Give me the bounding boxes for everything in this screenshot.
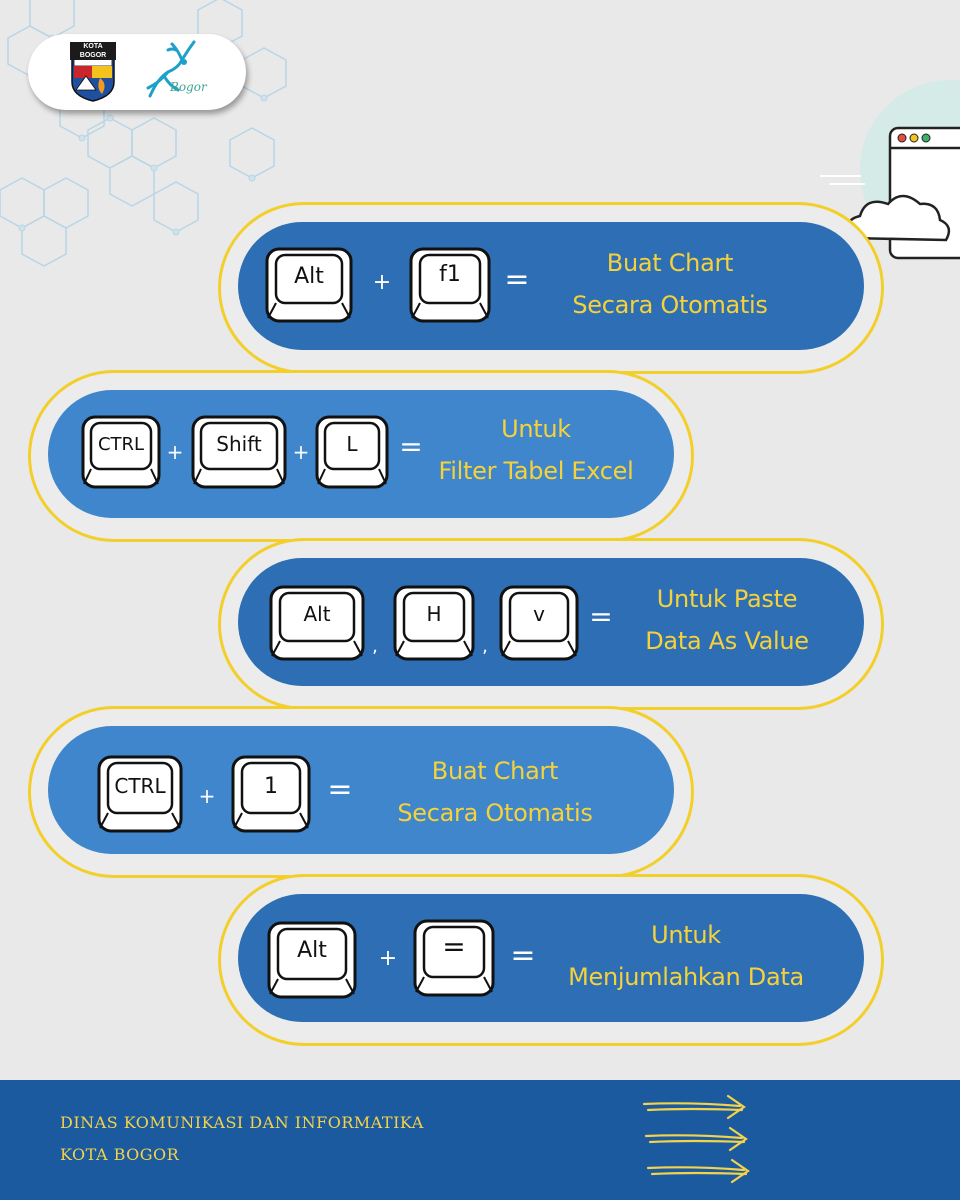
- key-alt-label: Alt: [303, 602, 331, 626]
- shortcut-2-caption-line-1: Untuk: [501, 415, 571, 443]
- key-ctrl: CTRL: [96, 754, 184, 834]
- footer-org-name: DINAS KOMUNIKASI DAN INFORMATIKA: [60, 1113, 424, 1132]
- shortcut-2-caption-line-2: Filter Tabel Excel: [438, 457, 634, 485]
- shortcut-4-caption-line-2: Secara Otomatis: [397, 799, 593, 827]
- key-equals-label: =: [442, 930, 466, 963]
- shortcut-5-caption-line-1: Untuk: [651, 921, 721, 949]
- key-h-label: H: [426, 602, 442, 626]
- key-f1: f1: [408, 246, 492, 324]
- equals-operator: =: [504, 262, 530, 297]
- shortcut-1-caption: Buat Chart Secara Otomatis: [548, 242, 792, 326]
- key-shift-label: Shift: [216, 432, 262, 456]
- comma-separator: ,: [482, 636, 488, 657]
- shortcut-1-caption-line-1: Buat Chart: [606, 249, 734, 277]
- shortcut-4-caption: Buat Chart Secara Otomatis: [374, 750, 616, 834]
- arrows-decoration-icon: [642, 1094, 750, 1184]
- key-ctrl-label: CTRL: [114, 774, 166, 798]
- shortcut-5-caption: Untuk Menjumlahkan Data: [552, 914, 820, 998]
- footer-bar: [0, 1080, 960, 1200]
- key-h: H: [392, 584, 476, 662]
- shortcut-4-caption-line-1: Buat Chart: [431, 757, 559, 785]
- footer-city-name: KOTA BOGOR: [60, 1145, 180, 1164]
- key-v-label: v: [533, 602, 545, 626]
- kota-bogor-crest-icon: [71, 53, 115, 102]
- key-alt: Alt: [268, 584, 366, 662]
- key-alt-label: Alt: [294, 264, 324, 289]
- plus-operator: +: [372, 270, 392, 295]
- plus-operator: +: [198, 784, 216, 808]
- key-alt-label: Alt: [297, 938, 327, 963]
- shortcut-3-caption-line-2: Data As Value: [645, 627, 809, 655]
- key-alt: Alt: [266, 920, 358, 1000]
- shortcut-1-caption-line-2: Secara Otomatis: [572, 291, 768, 319]
- logo-card: [28, 34, 246, 110]
- key-1: 1: [230, 754, 312, 834]
- plus-operator: +: [378, 946, 398, 971]
- key-l-label: L: [346, 432, 358, 456]
- logo-text: Bogor: [170, 80, 207, 94]
- shortcut-3-caption-line-1: Untuk Paste: [656, 585, 798, 613]
- key-1-label: 1: [264, 774, 278, 799]
- plus-operator: +: [292, 440, 310, 464]
- key-v: v: [498, 584, 580, 662]
- shortcut-5-caption-line-2: Menjumlahkan Data: [568, 963, 804, 991]
- equals-operator: =: [510, 938, 536, 973]
- cloud-window-decoration: [820, 80, 960, 260]
- equals-operator: =: [589, 600, 613, 633]
- key-f1-label: f1: [439, 262, 461, 287]
- equals-operator: =: [327, 772, 353, 807]
- key-ctrl-label: CTRL: [97, 434, 145, 455]
- key-equals: =: [412, 918, 496, 998]
- key-ctrl: CTRL: [80, 414, 162, 490]
- comma-separator: ,: [372, 636, 378, 657]
- shortcut-2-caption: Untuk Filter Tabel Excel: [428, 408, 644, 492]
- key-shift: Shift: [190, 414, 288, 490]
- shortcut-3-caption: Untuk Paste Data As Value: [622, 578, 832, 662]
- key-alt: Alt: [264, 246, 354, 324]
- plus-operator: +: [166, 440, 184, 464]
- crest-label: KOTA BOGOR: [70, 42, 116, 60]
- bogor-deer-logo-icon: [146, 40, 196, 98]
- equals-operator: =: [399, 430, 423, 463]
- key-l: L: [314, 414, 390, 490]
